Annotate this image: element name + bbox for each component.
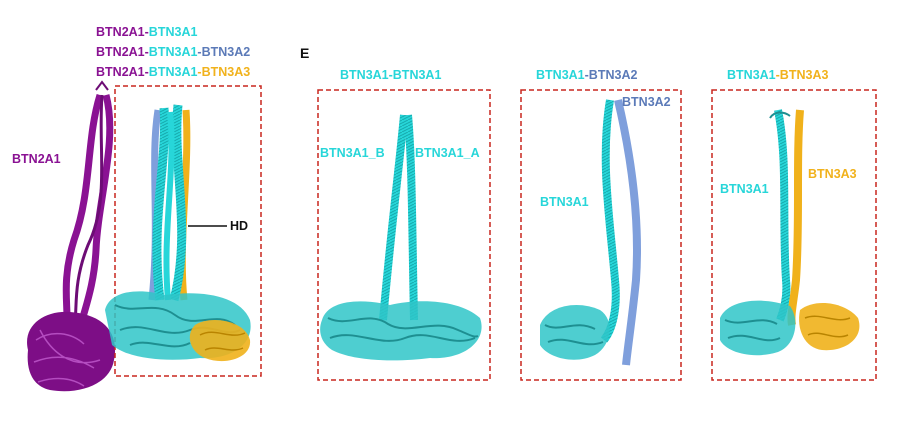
legend-btn3a1: BTN3A1	[148, 25, 198, 39]
legend-btn3a3: BTN3A3	[201, 65, 251, 79]
a1a2-structure	[540, 99, 641, 366]
legend-btn3a2: BTN3A2	[201, 45, 251, 59]
title-btn3a1: BTN3A1	[536, 68, 585, 82]
label-btn3a1: BTN3A1	[720, 182, 769, 196]
legend-sep: -	[197, 65, 202, 79]
panel-a1a3-box	[711, 89, 877, 381]
a1a3-structure	[720, 109, 860, 356]
title-btn3a3: BTN3A3	[779, 68, 829, 82]
label-btn3a1-b: BTN3A1_B	[320, 146, 385, 160]
btn2a1-structure	[27, 80, 116, 392]
legend-line-2: BTN2A1-BTN3A1-BTN3A2	[96, 46, 250, 59]
legend-line-3: BTN2A1-BTN3A1-BTN3A3	[96, 66, 250, 79]
label-btn3a3: BTN3A3	[808, 167, 857, 181]
homodimer-structure	[320, 114, 482, 361]
legend-sep: -	[144, 65, 149, 79]
legend-sep: -	[197, 45, 202, 59]
panel-homodimer-box	[317, 89, 491, 381]
legend-btn2a1: BTN2A1	[96, 65, 145, 79]
panel-homodimer-title: BTN3A1-BTN3A1	[340, 68, 442, 82]
legend-btn2a1: BTN2A1	[96, 25, 145, 39]
btn3-overlay-structures	[105, 104, 251, 362]
label-btn3a1-a: BTN3A1_A	[415, 146, 480, 160]
legend-btn3a1: BTN3A1	[148, 65, 198, 79]
panel-a1a2-box	[520, 89, 682, 381]
legend-btn2a1: BTN2A1	[96, 45, 145, 59]
panel-letter: E	[300, 45, 310, 61]
legend-line-1: BTN2A1-BTN3A1	[96, 26, 197, 39]
overlay-box	[114, 85, 262, 377]
hd-label: HD	[230, 219, 249, 233]
btn2a1-label: BTN2A1	[12, 152, 61, 166]
legend-sep: -	[144, 45, 149, 59]
legend-btn3a1: BTN3A1	[148, 45, 198, 59]
label-btn3a1: BTN3A1	[540, 195, 589, 209]
label-btn3a2: BTN3A2	[622, 95, 671, 109]
title-btn3a1: BTN3A1	[727, 68, 776, 82]
title-sep: -	[584, 68, 589, 82]
title-btn3a2: BTN3A2	[588, 68, 638, 82]
legend-sep: -	[144, 25, 149, 39]
panel-a1a3-title: BTN3A1-BTN3A3	[727, 69, 828, 82]
title-sep: -	[775, 68, 780, 82]
panel-a1a2-title: BTN3A1-BTN3A2	[536, 69, 637, 82]
